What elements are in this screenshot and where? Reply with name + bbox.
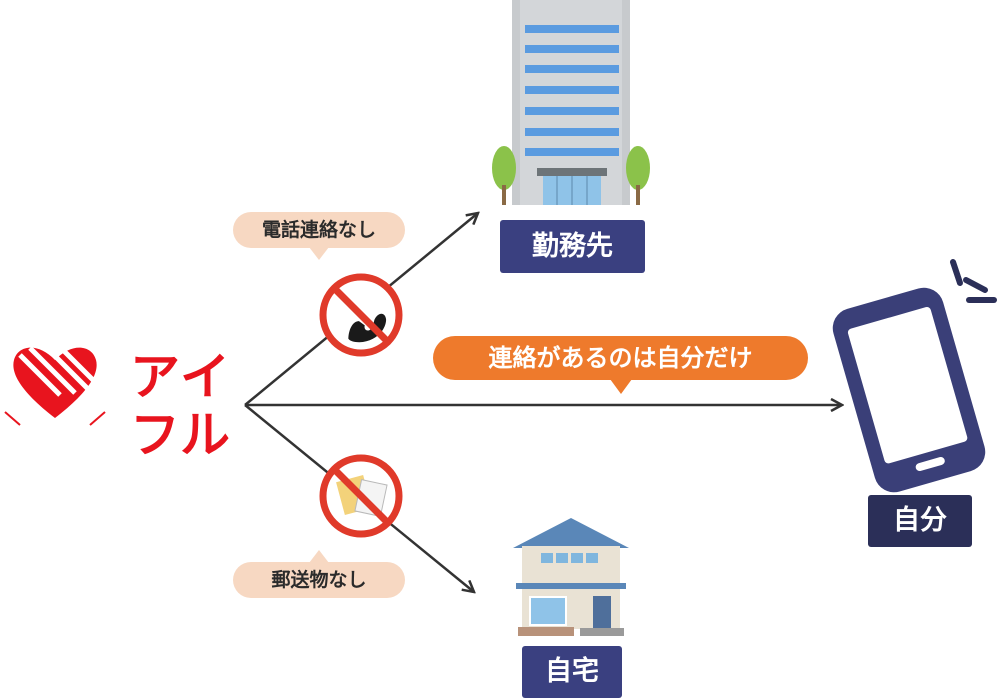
self-label: 自分	[868, 495, 972, 547]
house-icon	[513, 518, 629, 636]
no-phone-callout: 電話連絡なし	[233, 212, 405, 260]
only-self-banner: 連絡があるのは自分だけ	[433, 336, 808, 394]
brand-name-char-4: ル	[180, 406, 230, 464]
brand-name-char-1: ア	[130, 348, 180, 406]
workplace-label: 勤務先	[500, 220, 645, 273]
home-label: 自宅	[522, 646, 622, 698]
brand-name-char-2: イ	[180, 348, 230, 406]
brand-name-char-3: フ	[130, 406, 180, 464]
no-mail-icon	[319, 454, 403, 538]
no-mail-callout: 郵送物なし	[233, 550, 405, 598]
brand-heart-logo	[4, 344, 106, 426]
office-building-icon	[492, 0, 650, 205]
smartphone-icon	[832, 259, 997, 493]
no-phone-call-icon	[319, 273, 403, 357]
